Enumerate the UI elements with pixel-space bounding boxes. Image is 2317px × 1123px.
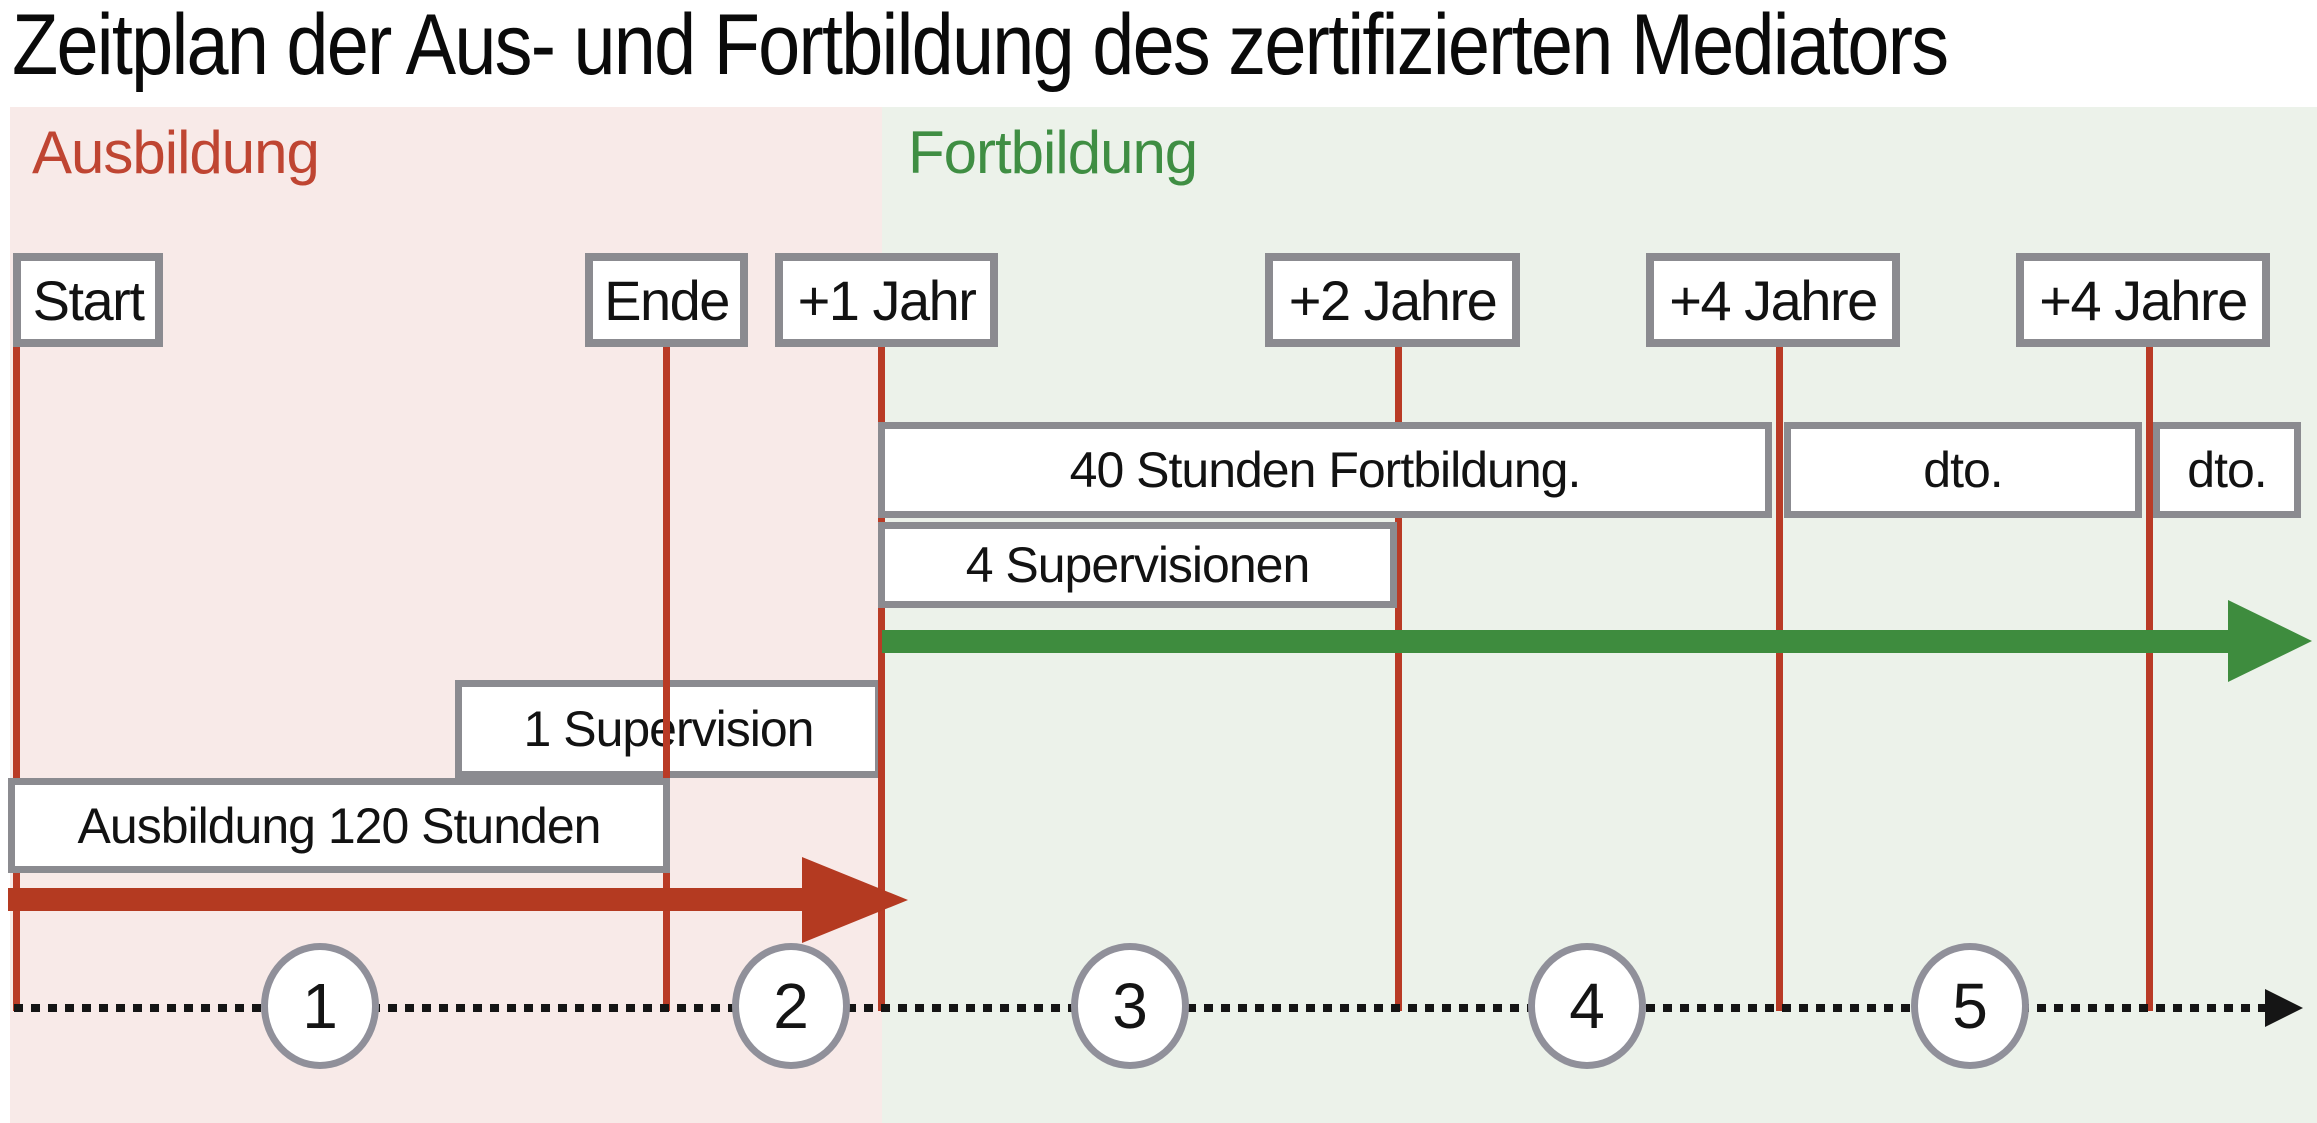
timeline-step-circle-4: 4: [1528, 943, 1646, 1069]
fortbildung-arrow-shaft: [882, 630, 2228, 653]
timeline-step-circle-5: 5: [1911, 943, 2029, 1069]
marker-line-plus4a: [1776, 347, 1783, 1011]
marker-line-ende: [663, 347, 670, 1011]
time-axis-arrowhead-icon: [2265, 989, 2303, 1027]
activity-box-ausbildung-120-stunden: Ausbildung 120 Stunden: [8, 778, 670, 873]
ausbildung-arrow-shaft: [8, 888, 802, 911]
milestone-box-start: Start: [13, 253, 163, 347]
marker-line-start: [13, 347, 20, 1011]
marker-line-plus1: [878, 347, 885, 1011]
marker-line-plus2: [1395, 347, 1402, 1011]
marker-line-plus4b: [2146, 347, 2153, 1011]
page-title: Zeitplan der Aus- und Fortbildung des ze…: [12, 0, 1949, 93]
activity-box-dto-1: dto.: [1784, 422, 2142, 518]
ausbildung-arrowhead-icon: [802, 857, 908, 943]
activity-box-40-stunden-fortbildung: 40 Stunden Fortbildung.: [878, 422, 1772, 518]
milestone-box-plus2-jahre: +2 Jahre: [1265, 253, 1520, 347]
milestone-box-plus1-jahr: +1 Jahr: [775, 253, 998, 347]
phase-label-fortbildung: Fortbildung: [908, 119, 1198, 186]
activity-box-dto-2: dto.: [2153, 422, 2301, 518]
fortbildung-arrowhead-icon: [2228, 600, 2312, 682]
phase-label-ausbildung: Ausbildung: [32, 119, 320, 186]
timeline-step-circle-2: 2: [732, 943, 850, 1069]
milestone-box-plus4-jahre-2: +4 Jahre: [2016, 253, 2270, 347]
milestone-box-ende: Ende: [585, 253, 748, 347]
activity-box-4-supervisionen: 4 Supervisionen: [878, 522, 1397, 608]
timeline-step-circle-1: 1: [261, 943, 379, 1069]
timeline-step-circle-3: 3: [1071, 943, 1189, 1069]
milestone-box-plus4-jahre-1: +4 Jahre: [1646, 253, 1900, 347]
